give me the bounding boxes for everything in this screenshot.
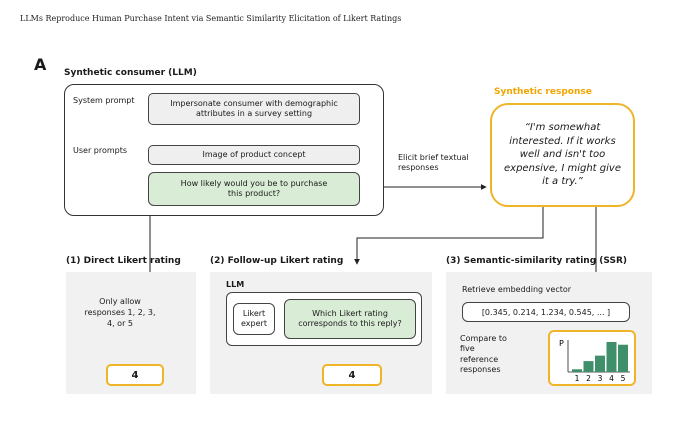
- embedding-vector-box: [0.345, 0.214, 1.234, 0.545, ... ]: [462, 302, 630, 322]
- retrieve-label: Retrieve embedding vector: [462, 285, 572, 294]
- likert-expert-box: Likert expert: [233, 303, 275, 335]
- method3-title: (3) Semantic-similarity rating (SSR): [446, 256, 628, 266]
- system-prompt-box: Impersonate consumer with demographic at…: [148, 93, 360, 125]
- chart-bar-2: [583, 361, 594, 372]
- chart-bar-3: [595, 355, 605, 372]
- user-prompts-label: User prompts: [73, 146, 128, 155]
- user-prompt-question-box: How likely would you be to purchase this…: [148, 172, 360, 206]
- elicit-label: Elicit brief textual responses: [398, 153, 469, 173]
- method2-title: (2) Follow-up Likert rating: [210, 256, 344, 266]
- synthetic-response-bubble: “I'm somewhat interested. If it works we…: [490, 103, 635, 207]
- user-prompt-image-box: Image of product concept: [148, 145, 360, 165]
- chart-tick-label-2: 2: [586, 374, 591, 383]
- chart-tick-label-4: 4: [609, 374, 614, 383]
- chart-ylabel: P: [559, 339, 564, 348]
- chart-bar-1: [572, 369, 582, 372]
- chart-bar-4: [606, 342, 617, 372]
- chart-tick-label-3: 3: [598, 374, 603, 383]
- panel-letter: A: [34, 55, 47, 74]
- compare-label: Compare to five reference responses: [460, 334, 507, 375]
- method1-output: 4: [106, 364, 164, 386]
- chart-tick-label-5: 5: [621, 374, 626, 383]
- method1-description: Only allow responses 1, 2, 3, 4, or 5: [80, 297, 160, 330]
- synthetic-response-title: Synthetic response: [494, 87, 592, 97]
- llm-label: LLM: [226, 280, 245, 289]
- figure-header: LLMs Reproduce Human Purchase Intent via…: [20, 14, 402, 23]
- consumer-title: Synthetic consumer (LLM): [64, 68, 197, 78]
- system-prompt-label: System prompt: [73, 96, 135, 105]
- method1-title: (1) Direct Likert rating: [66, 256, 181, 266]
- likert-question-box: Which Likert rating corresponds to this …: [284, 299, 416, 339]
- chart-bar-5: [618, 344, 628, 372]
- chart-tick-label-1: 1: [575, 374, 580, 383]
- arrow-followup: [354, 207, 544, 265]
- method2-output: 4: [322, 364, 382, 386]
